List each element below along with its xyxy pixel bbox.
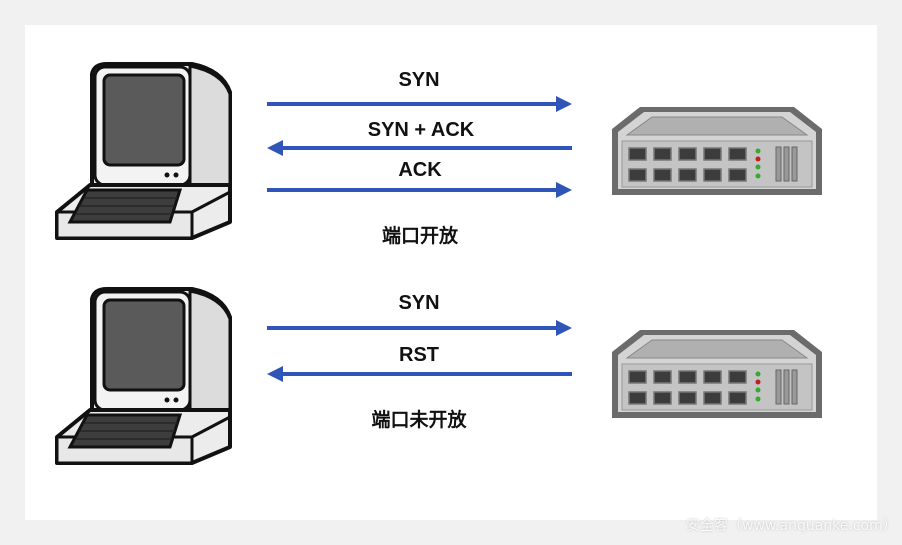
arrow-label-ack: ACK: [398, 159, 442, 181]
computer-icon-bottom: [55, 287, 232, 465]
arrowhead: [267, 366, 283, 382]
arrowhead: [556, 182, 572, 198]
status-port-open: 端口开放: [381, 225, 459, 247]
watermark: 安全客（www.anquanke.com）: [686, 518, 897, 534]
arrow-label-rst: RST: [399, 344, 439, 366]
computer-icon-top: [55, 62, 232, 240]
arrow-label-syn-2: SYN: [398, 292, 440, 314]
network-switch-icon-top: [611, 106, 823, 196]
arrow-label-syn: SYN: [398, 69, 440, 91]
arrowhead: [556, 320, 572, 336]
arrowhead: [267, 140, 283, 156]
arrow-label-syn-ack: SYN + ACK: [367, 119, 475, 141]
status-port-closed: 端口未开放: [371, 409, 467, 431]
arrowhead: [556, 96, 572, 112]
network-switch-icon-bottom: [611, 329, 823, 419]
